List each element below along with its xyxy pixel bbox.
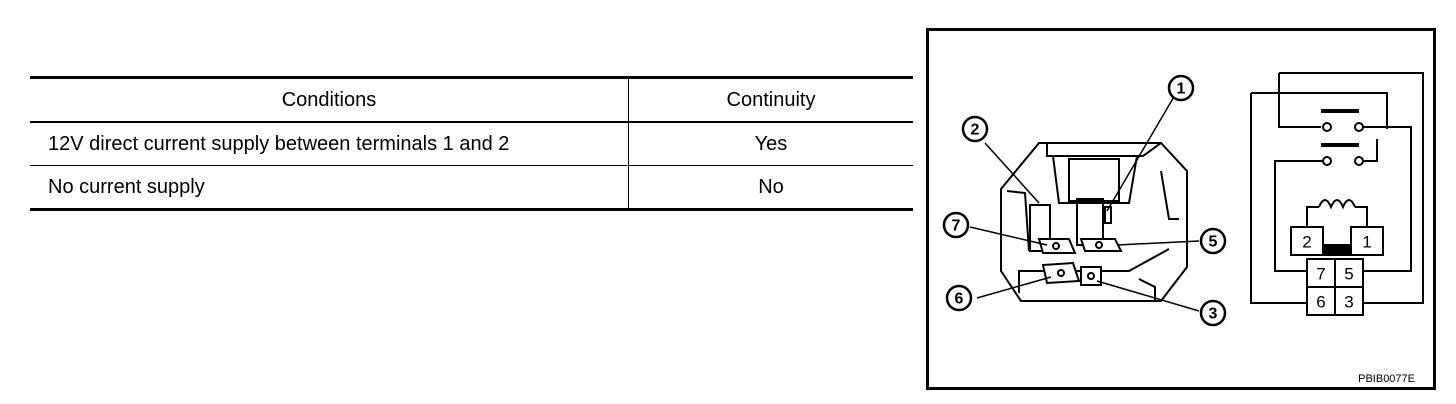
callout-7-ring <box>942 211 970 239</box>
header-continuity: Continuity <box>628 76 913 123</box>
table-row: No current supply No <box>30 165 913 211</box>
callout-1-ring <box>1167 74 1195 102</box>
callout-6-ring <box>945 284 973 312</box>
schematic-terminal-3: 3 <box>1344 293 1353 312</box>
callout-6: 6 <box>955 291 964 308</box>
callout-3-ring <box>1199 299 1227 327</box>
schematic-terminal-2: 2 <box>1302 233 1311 252</box>
relay-figure: 1 2 3 5 6 7 <box>926 28 1436 390</box>
terminal-tabs <box>1037 206 1123 286</box>
callouts <box>942 74 1227 327</box>
terminal-7-hole <box>1052 242 1060 250</box>
callout-5: 5 <box>1209 234 1218 251</box>
schematic-terminal-7: 7 <box>1316 265 1325 284</box>
terminal-5-hole <box>1095 241 1103 249</box>
schematic-terminal-1: 1 <box>1362 233 1371 252</box>
condition-cell: 12V direct current supply between termin… <box>30 122 629 166</box>
table-row: 12V direct current supply between termin… <box>30 122 913 166</box>
callout-2: 2 <box>971 122 980 139</box>
leader-lines <box>969 94 1200 312</box>
table-header-row: Conditions Continuity <box>30 76 913 123</box>
continuity-cell: No <box>628 165 913 211</box>
figure-code: PBIB0077E <box>1358 373 1415 385</box>
continuity-cell: Yes <box>754 132 788 155</box>
relay-illustration: 1 2 3 5 6 7 <box>942 72 1424 327</box>
header-conditions: Conditions <box>30 76 629 123</box>
callout-2-ring <box>961 115 989 143</box>
callout-1: 1 <box>1177 81 1186 98</box>
terminal-1-tab <box>1104 206 1112 224</box>
terminal-3-hole <box>1087 272 1095 280</box>
schematic-terminal-6: 6 <box>1316 293 1325 312</box>
continuity-table: Conditions Continuity 12V direct current… <box>30 76 913 211</box>
callout-3: 3 <box>1209 306 1218 323</box>
callout-7: 7 <box>952 218 961 235</box>
schematic-terminal-5: 5 <box>1344 265 1353 284</box>
condition-cell: No current supply <box>30 165 629 211</box>
callout-5-ring <box>1199 227 1227 255</box>
terminal-6-hole <box>1057 269 1065 277</box>
relay-schematic <box>1250 72 1424 316</box>
